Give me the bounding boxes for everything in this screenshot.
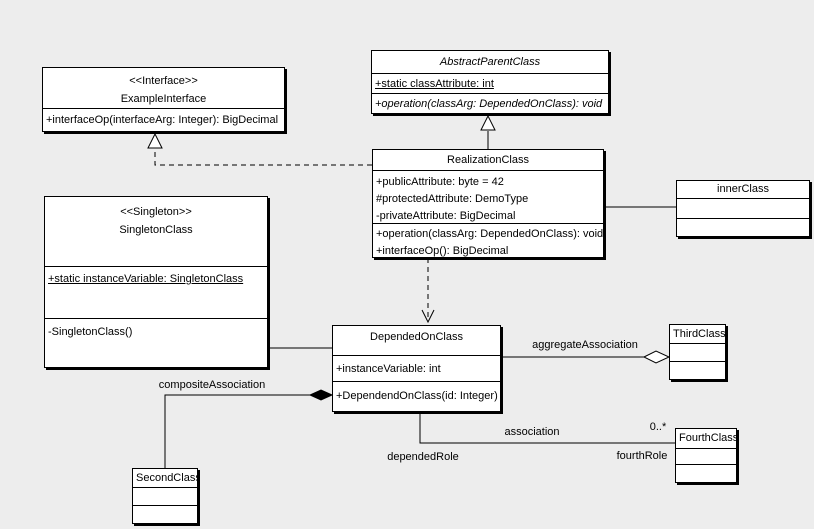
operation-row: +interfaceOp(): BigDecimal	[376, 245, 509, 257]
attributes-compartment: +static instanceVariable: SingletonClass	[45, 266, 267, 318]
attributes-compartment	[676, 448, 736, 464]
realization-connector[interactable]	[147, 132, 372, 166]
attribute-row: #protectedAttribute: DemoType	[376, 193, 529, 205]
dependency-connector[interactable]	[421, 258, 435, 324]
composite-association-connector[interactable]	[164, 389, 334, 468]
edge-label-depended-role: dependedRole	[387, 451, 459, 463]
class-box-realization-class[interactable]: RealizationClass +publicAttribute: byte …	[372, 149, 604, 258]
attribute-row: +static classAttribute: int	[375, 78, 494, 90]
class-name: AbstractParentClass	[439, 56, 541, 68]
class-box-example-interface[interactable]: <<Interface>> ExampleInterface +interfac…	[42, 67, 285, 132]
attribute-row: +instanceVariable: int	[336, 363, 441, 375]
class-name: DependedOnClass	[370, 331, 463, 343]
class-name: ThirdClass	[673, 328, 725, 340]
attributes-compartment	[133, 487, 197, 505]
class-box-singleton-class[interactable]: <<Singleton>> SingletonClass +static ins…	[44, 196, 268, 368]
operations-compartment: +operation(classArg: DependedOnClass): v…	[373, 223, 603, 257]
class-box-inner-class[interactable]: innerClass	[676, 180, 810, 237]
fourth-class-association-connector[interactable]	[419, 412, 675, 444]
attributes-compartment: +publicAttribute: byte = 42 #protectedAt…	[373, 170, 603, 223]
attributes-compartment: +instanceVariable: int	[333, 355, 500, 381]
class-header: <<Singleton>> SingletonClass	[45, 197, 267, 266]
attributes-compartment	[670, 343, 725, 361]
class-box-depended-on-class[interactable]: DependedOnClass +instanceVariable: int +…	[332, 325, 501, 412]
operations-compartment: +DependendOnClass(id: Integer)	[333, 381, 500, 411]
class-header: FourthClass	[676, 429, 736, 448]
edge-label-composite-association: compositeAssociation	[158, 379, 266, 391]
attribute-row: +publicAttribute: byte = 42	[376, 176, 504, 188]
class-name: SingletonClass	[119, 224, 193, 236]
edge-label-aggregate-association: aggregateAssociation	[532, 339, 638, 351]
operations-compartment: +operation(classArg: DependedOnClass): v…	[372, 93, 608, 113]
class-box-second-class[interactable]: SecondClass	[132, 468, 198, 524]
operations-compartment	[670, 361, 725, 379]
operations-compartment: +interfaceOp(interfaceArg: Integer): Big…	[43, 108, 284, 131]
generalization-connector[interactable]	[480, 114, 496, 149]
operations-compartment	[676, 464, 736, 482]
class-name: FourthClass	[679, 432, 736, 444]
edge-label-fourth-role: fourthRole	[616, 450, 668, 462]
attributes-compartment	[677, 198, 809, 218]
class-name: SecondClass	[136, 472, 197, 484]
class-header: AbstractParentClass	[372, 51, 608, 73]
operation-row: +operation(classArg: DependedOnClass): v…	[376, 228, 603, 240]
operation-row: +interfaceOp(interfaceArg: Integer): Big…	[46, 114, 279, 126]
operation-row: +operation(classArg: DependedOnClass): v…	[375, 98, 603, 110]
class-name: ExampleInterface	[120, 93, 207, 105]
class-stereotype: <<Interface>>	[129, 75, 198, 87]
class-header: ThirdClass	[670, 325, 725, 343]
class-header: innerClass	[677, 181, 809, 198]
class-stereotype: <<Singleton>>	[120, 206, 192, 218]
operations-compartment	[133, 505, 197, 523]
operation-row: +DependendOnClass(id: Integer)	[336, 390, 498, 402]
edge-label-multiplicity-fourth: 0..*	[649, 421, 667, 433]
class-header: DependedOnClass	[333, 326, 500, 355]
class-box-abstract-parent-class[interactable]: AbstractParentClass +static classAttribu…	[371, 50, 609, 114]
class-header: <<Interface>> ExampleInterface	[43, 68, 284, 108]
attribute-row: +static instanceVariable: SingletonClass	[48, 273, 244, 285]
class-box-fourth-class[interactable]: FourthClass	[675, 428, 737, 483]
class-name: innerClass	[717, 183, 769, 195]
aggregate-association-connector[interactable]	[501, 350, 671, 364]
edge-label-association: association	[504, 426, 560, 438]
class-header: SecondClass	[133, 469, 197, 487]
operations-compartment: -SingletonClass()	[45, 318, 267, 367]
attribute-row: -privateAttribute: BigDecimal	[376, 210, 516, 222]
class-box-third-class[interactable]: ThirdClass	[669, 324, 726, 380]
attributes-compartment: +static classAttribute: int	[372, 73, 608, 93]
operation-row: -SingletonClass()	[48, 326, 133, 338]
operations-compartment	[677, 218, 809, 236]
class-name: RealizationClass	[447, 154, 529, 166]
class-header: RealizationClass	[373, 150, 603, 170]
